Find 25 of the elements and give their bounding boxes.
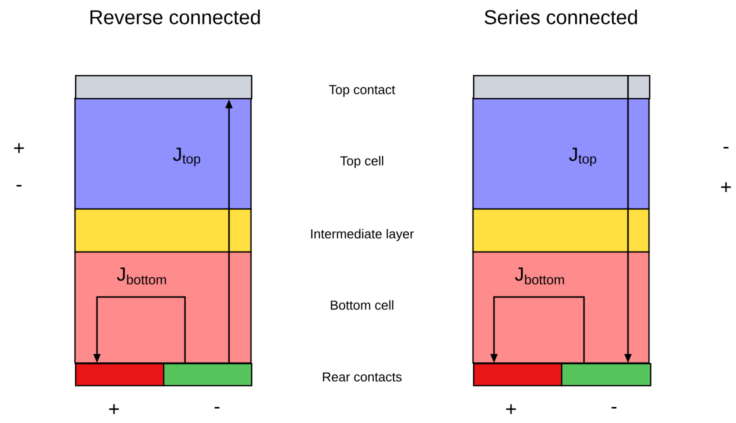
edge-label: J$_{top}$ bbox=[173, 148, 200, 166]
edge-label: J$_{top}$ bbox=[569, 148, 596, 166]
layer-bar bbox=[561, 363, 652, 386]
layer-label: Top cell bbox=[340, 156, 384, 168]
layer-bar bbox=[473, 75, 650, 100]
layer-bar bbox=[163, 363, 252, 386]
layer-label: Rear contacts bbox=[322, 372, 402, 382]
layer-label: Intermediate layer bbox=[311, 228, 414, 242]
sign-label: - bbox=[16, 184, 22, 186]
layer-bar bbox=[75, 363, 164, 386]
heading: Series connected bbox=[484, 10, 637, 24]
heading: Reverse connected bbox=[90, 10, 260, 24]
sign-label: - bbox=[214, 406, 220, 409]
layer-label: Top contact bbox=[329, 85, 396, 97]
layer-bar bbox=[75, 75, 252, 100]
sign-label: + bbox=[14, 143, 24, 153]
layer-bar bbox=[473, 363, 562, 386]
sign-label: + bbox=[721, 182, 731, 192]
edge-label: J$_{bottom}$ bbox=[514, 268, 564, 284]
layer-label: Bottom cell bbox=[330, 300, 394, 310]
sign-label: - bbox=[724, 146, 728, 148]
sign-label: + bbox=[506, 404, 516, 414]
sign-label: - bbox=[612, 406, 616, 409]
sign-label: + bbox=[109, 404, 119, 414]
edge-label: J$_{bottom}$ bbox=[116, 268, 166, 284]
